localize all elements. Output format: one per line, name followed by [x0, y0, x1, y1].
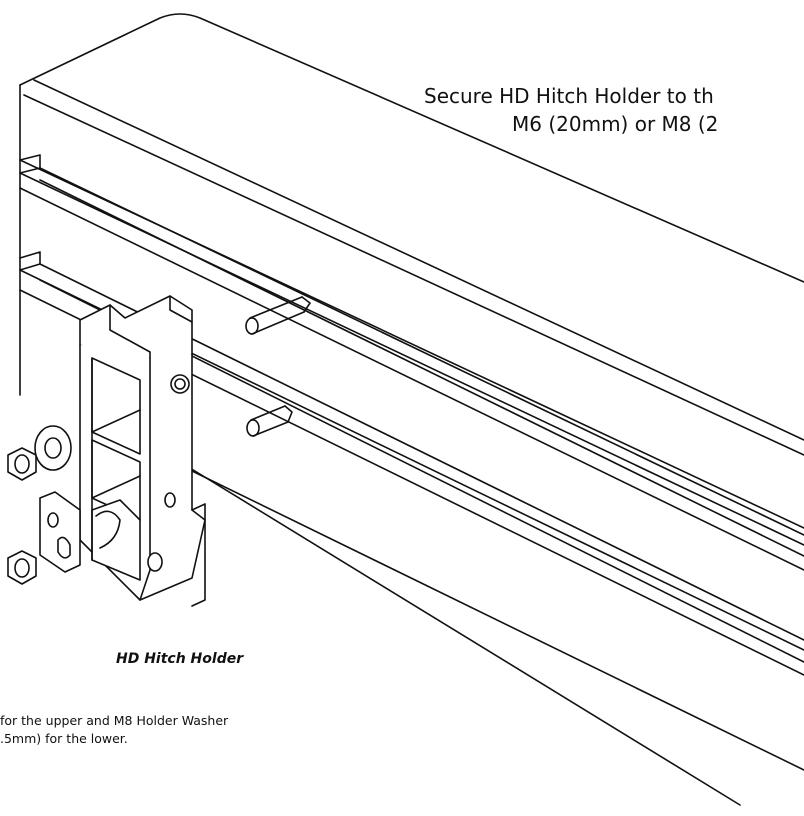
instruction-heading-line-1: Secure HD Hitch Holder to th	[424, 84, 714, 108]
holder-washer-plate	[39, 491, 81, 573]
rail-upper-face	[19, 154, 804, 571]
stud-upper	[245, 296, 311, 335]
component-label: HD Hitch Holder	[116, 651, 244, 667]
hex-nut-upper	[7, 447, 37, 481]
stud-lower	[246, 405, 293, 437]
rail-top-surface	[19, 13, 804, 529]
hd-hitch-holder	[79, 295, 206, 607]
flat-washer	[34, 425, 72, 471]
instruction-heading-line-2: M6 (20mm) or M8 (2	[512, 112, 719, 136]
note-line-2: .5mm) for the lower.	[0, 731, 128, 746]
rail-lower-face	[19, 159, 804, 806]
hex-nut-lower	[7, 550, 37, 585]
note-line-1: for the upper and M8 Holder Washer	[0, 713, 229, 728]
